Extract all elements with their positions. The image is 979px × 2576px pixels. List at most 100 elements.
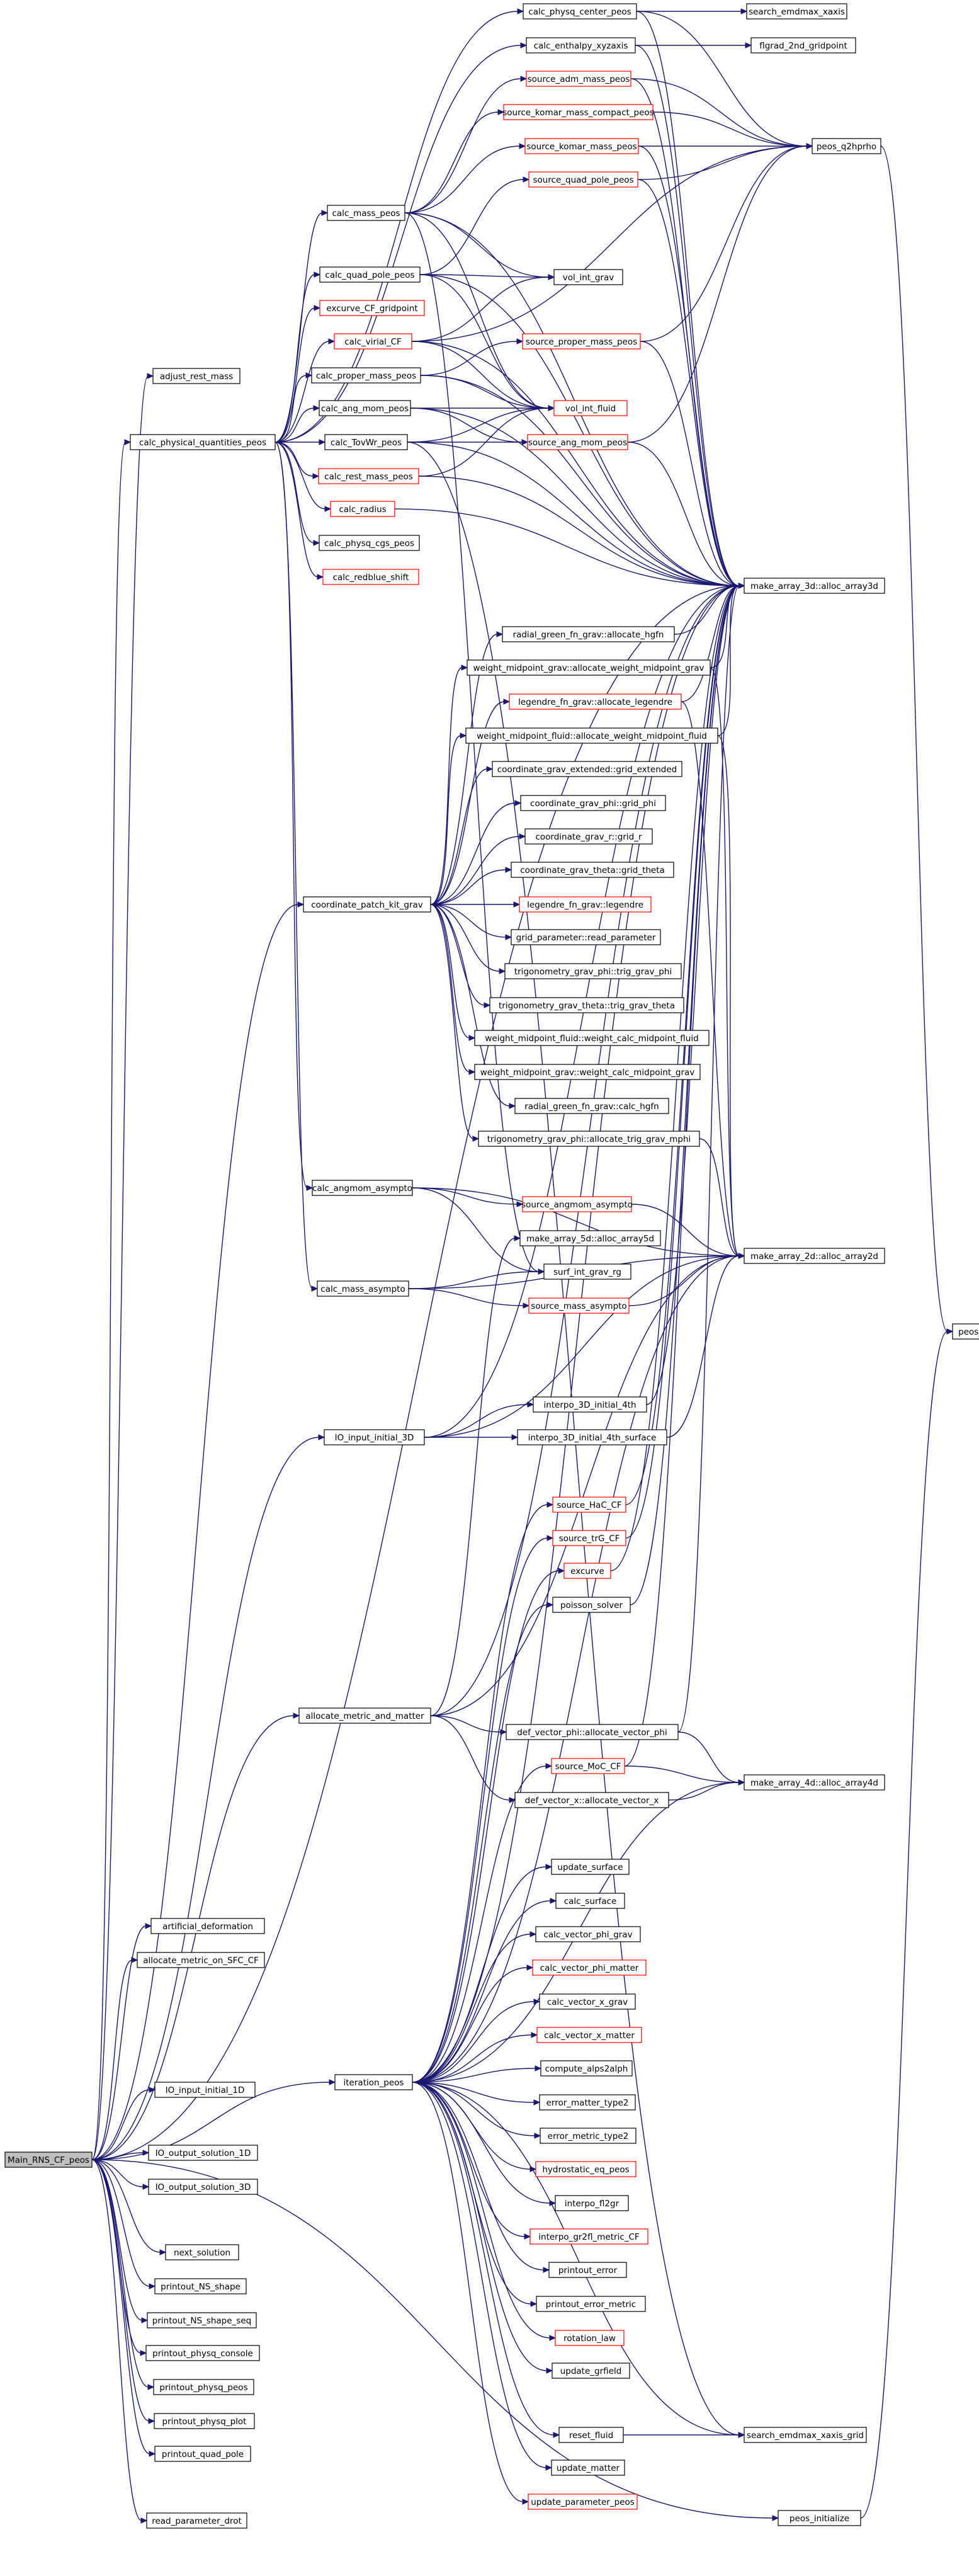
node-update-parameter-peos[interactable]: update_parameter_peos [528,2493,638,2510]
node-source-komar-mass-peos[interactable]: source_komar_mass_peos [524,138,639,154]
node-IO-output-solution-3D[interactable]: IO_output_solution_3D [148,2179,258,2195]
node-calc-vector-phi-matter[interactable]: calc_vector_phi_matter [532,1959,647,1976]
node-surf-int-grav-rg[interactable]: surf_int_grav_rg [543,1263,631,1280]
node-flgrad-2nd-gridpoint[interactable]: flgrad_2nd_gridpoint [750,37,856,54]
node-weight-calc-midpoint-grav[interactable]: weight_midpoint_grav::weight_calc_midpoi… [474,1064,701,1080]
node-read-parameter-drot[interactable]: read_parameter_drot [146,2512,247,2529]
node-allocate-hgfn[interactable]: radial_green_fn_grav::allocate_hgfn [502,626,675,642]
node-grid-theta[interactable]: coordinate_grav_theta::grid_theta [511,862,674,878]
node-weight-calc-midpoint-fluid[interactable]: weight_midpoint_fluid::weight_calc_midpo… [474,1030,710,1046]
node-peos-q2hprho[interactable]: peos_q2hprho [812,138,881,154]
node-interpo-3D-initial-4th-surface[interactable]: interpo_3D_initial_4th_surface [517,1429,667,1445]
node-calc-physq-center-peos[interactable]: calc_physq_center_peos [523,3,637,20]
node-search-emdmax-xaxis-grid[interactable]: search_emdmax_xaxis_grid [744,2427,867,2443]
node-allocate-legendre[interactable]: legendre_fn_grav::allocate_legendre [509,693,682,710]
node-rotation-law[interactable]: rotation_law [555,2330,625,2346]
node-calc-ang-mom-peos[interactable]: calc_ang_mom_peos [319,400,411,416]
node-coordinate-patch-kit-grav[interactable]: coordinate_patch_kit_grav [303,896,431,913]
node-allocate-weight-midpoint-grav[interactable]: weight_midpoint_grav::allocate_weight_mi… [467,659,711,676]
node-read-parameter[interactable]: grid_parameter::read_parameter [511,929,661,945]
node-excurve[interactable]: excurve [563,1563,611,1579]
node-calc-radius[interactable]: calc_radius [330,501,395,517]
node-calc-rest-mass-peos[interactable]: calc_rest_mass_peos [318,468,419,484]
node-source-ang-mom-peos[interactable]: source_ang_mom_peos [527,434,628,450]
node-alloc-array4d[interactable]: make_array_4d::alloc_array4d [744,1774,885,1791]
node-vol-int-grav[interactable]: vol_int_grav [553,269,623,285]
node-peos-initialize[interactable]: peos_initialize [778,2510,861,2526]
node-interpo-fl2gr[interactable]: interpo_fl2gr [555,2195,629,2211]
node-error-matter-type2[interactable]: error_matter_type2 [539,2094,636,2111]
node-calc-hgfn[interactable]: radial_green_fn_grav::calc_hgfn [514,1098,669,1114]
node-calc-surface[interactable]: calc_surface [555,1893,625,1909]
node-allocate-trig-grav-mphi[interactable]: trigonometry_grav_phi::allocate_trig_gra… [478,1131,700,1147]
node-artificial-deformation[interactable]: artificial_deformation [150,1918,265,1934]
node-calc-vector-x-matter[interactable]: calc_vector_x_matter [536,2027,642,2043]
node-calc-physical-quantities-peos[interactable]: calc_physical_quantities_peos [130,434,276,450]
node-calc-vector-x-grav[interactable]: calc_vector_x_grav [539,1993,636,2010]
node-allocate-vector-x[interactable]: def_vector_x::allocate_vector_x [514,1792,669,1808]
node-allocate-metric-on-SFC-CF[interactable]: allocate_metric_on_SFC_CF [137,1952,265,1968]
node-IO-input-initial-1D[interactable]: IO_input_initial_1D [154,2082,256,2098]
node-printout-NS-shape-seq[interactable]: printout_NS_shape_seq [147,2312,257,2328]
node-source-mass-asympto[interactable]: source_mass_asympto [528,1297,630,1314]
node-reset-fluid[interactable]: reset_fluid [558,2427,624,2443]
node-calc-mass-peos[interactable]: calc_mass_peos [327,205,405,221]
node-compute-alps2alph[interactable]: compute_alps2alph [540,2060,633,2077]
node-printout-physq-console[interactable]: printout_physq_console [145,2345,260,2361]
node-main[interactable]: Main_RNS_CF_peos [4,2151,93,2168]
node-trig-grav-phi[interactable]: trigonometry_grav_phi::trig_grav_phi [504,963,682,979]
node-printout-physq-plot[interactable]: printout_physq_plot [154,2413,255,2429]
node-source-HaC-CF[interactable]: source_HaC_CF [552,1496,626,1513]
node-update-surface[interactable]: update_surface [551,1859,630,1875]
node-legendre[interactable]: legendre_fn_grav::legendre [519,896,652,913]
node-trig-grav-theta[interactable]: trigonometry_grav_theta::trig_grav_theta [489,997,684,1013]
node-poisson-solver[interactable]: poisson_solver [552,1597,631,1613]
node-printout-physq-peos[interactable]: printout_physq_peos [153,2379,254,2395]
node-source-adm-mass-peos[interactable]: source_adm_mass_peos [526,71,631,87]
node-grid-extended[interactable]: coordinate_grav_extended::grid_extended [492,761,682,777]
node-printout-NS-shape[interactable]: printout_NS_shape [154,2278,247,2294]
node-IO-input-initial-3D[interactable]: IO_input_initial_3D [324,1429,425,1445]
node-source-trG-CF[interactable]: source_trG_CF [552,1530,626,1546]
node-calc-quad-pole-peos[interactable]: calc_quad_pole_peos [319,266,421,283]
node-next-solution[interactable]: next_solution [165,2244,239,2260]
node-printout-error[interactable]: printout_error [548,2262,627,2278]
node-source-angmom-asympto[interactable]: source_angmom_asympto [521,1196,633,1212]
node-source-proper-mass-peos[interactable]: source_proper_mass_peos [522,333,641,350]
node-alloc-array3d[interactable]: make_array_3d::alloc_array3d [744,578,885,594]
node-calc-enthalpy-xyzaxis[interactable]: calc_enthalpy_xyzaxis [526,37,636,54]
node-error-metric-type2[interactable]: error_metric_type2 [540,2128,637,2144]
node-calc-proper-mass-peos[interactable]: calc_proper_mass_peos [311,367,421,384]
node-grid-r[interactable]: coordinate_grav_r::grid_r [524,828,653,845]
node-source-MoC-CF[interactable]: source_MoC_CF [551,1758,625,1774]
node-excurve-CF-gridpoint[interactable]: excurve_CF_gridpoint [319,300,425,316]
node-printout-quad-pole[interactable]: printout_quad_pole [154,2446,251,2462]
node-update-grfield[interactable]: update_grfield [552,2362,630,2379]
node-calc-redblue-shift[interactable]: calc_redblue_shift [322,569,419,585]
node-vol-int-fluid[interactable]: vol_int_fluid [553,400,628,416]
node-source-quad-pole-peos[interactable]: source_quad_pole_peos [528,171,638,188]
node-alloc-array5d[interactable]: make_array_5d::alloc_array5d [519,1230,661,1246]
node-iteration-peos[interactable]: iteration_peos [334,2074,413,2090]
node-grid-phi[interactable]: coordinate_grav_phi::grid_phi [520,795,666,811]
node-calc-physq-cgs-peos[interactable]: calc_physq_cgs_peos [319,535,420,551]
node-calc-mass-asympto[interactable]: calc_mass_asympto [317,1280,409,1297]
node-hydrostatic-eq-peos[interactable]: hydrostatic_eq_peos [535,2161,637,2177]
node-peos-lookup[interactable]: peos_lookup [952,1323,979,1340]
node-update-matter[interactable]: update_matter [551,2459,625,2476]
node-IO-output-solution-1D[interactable]: IO_output_solution_1D [148,2145,258,2161]
node-printout-error-metric[interactable]: printout_error_metric [536,2296,646,2312]
node-allocate-weight-midpoint-fluid[interactable]: weight_midpoint_fluid::allocate_weight_m… [465,727,718,744]
node-calc-virial-CF[interactable]: calc_virial_CF [334,333,412,350]
node-interpo-3D-initial-4th[interactable]: interpo_3D_initial_4th [533,1396,647,1413]
node-search-emdmax-xaxis[interactable]: search_emdmax_xaxis [746,3,847,20]
node-allocate-metric-and-matter[interactable]: allocate_metric_and_matter [298,1707,431,1724]
node-source-komar-mass-compact-peos[interactable]: source_komar_mass_compact_peos [502,104,654,120]
node-calc-TovWr-peos[interactable]: calc_TovWr_peos [324,434,408,450]
node-alloc-array2d[interactable]: make_array_2d::alloc_array2d [744,1248,885,1264]
node-calc-vector-phi-grav[interactable]: calc_vector_phi_grav [535,1926,641,1942]
node-interpo-gr2fl-metric-CF[interactable]: interpo_gr2fl_metric_CF [529,2228,648,2245]
node-calc-angmom-asympto[interactable]: calc_angmom_asympto [312,1180,413,1196]
node-allocate-vector-phi[interactable]: def_vector_phi::allocate_vector_phi [506,1724,679,1740]
node-adjust-rest-mass[interactable]: adjust_rest_mass [152,368,241,384]
